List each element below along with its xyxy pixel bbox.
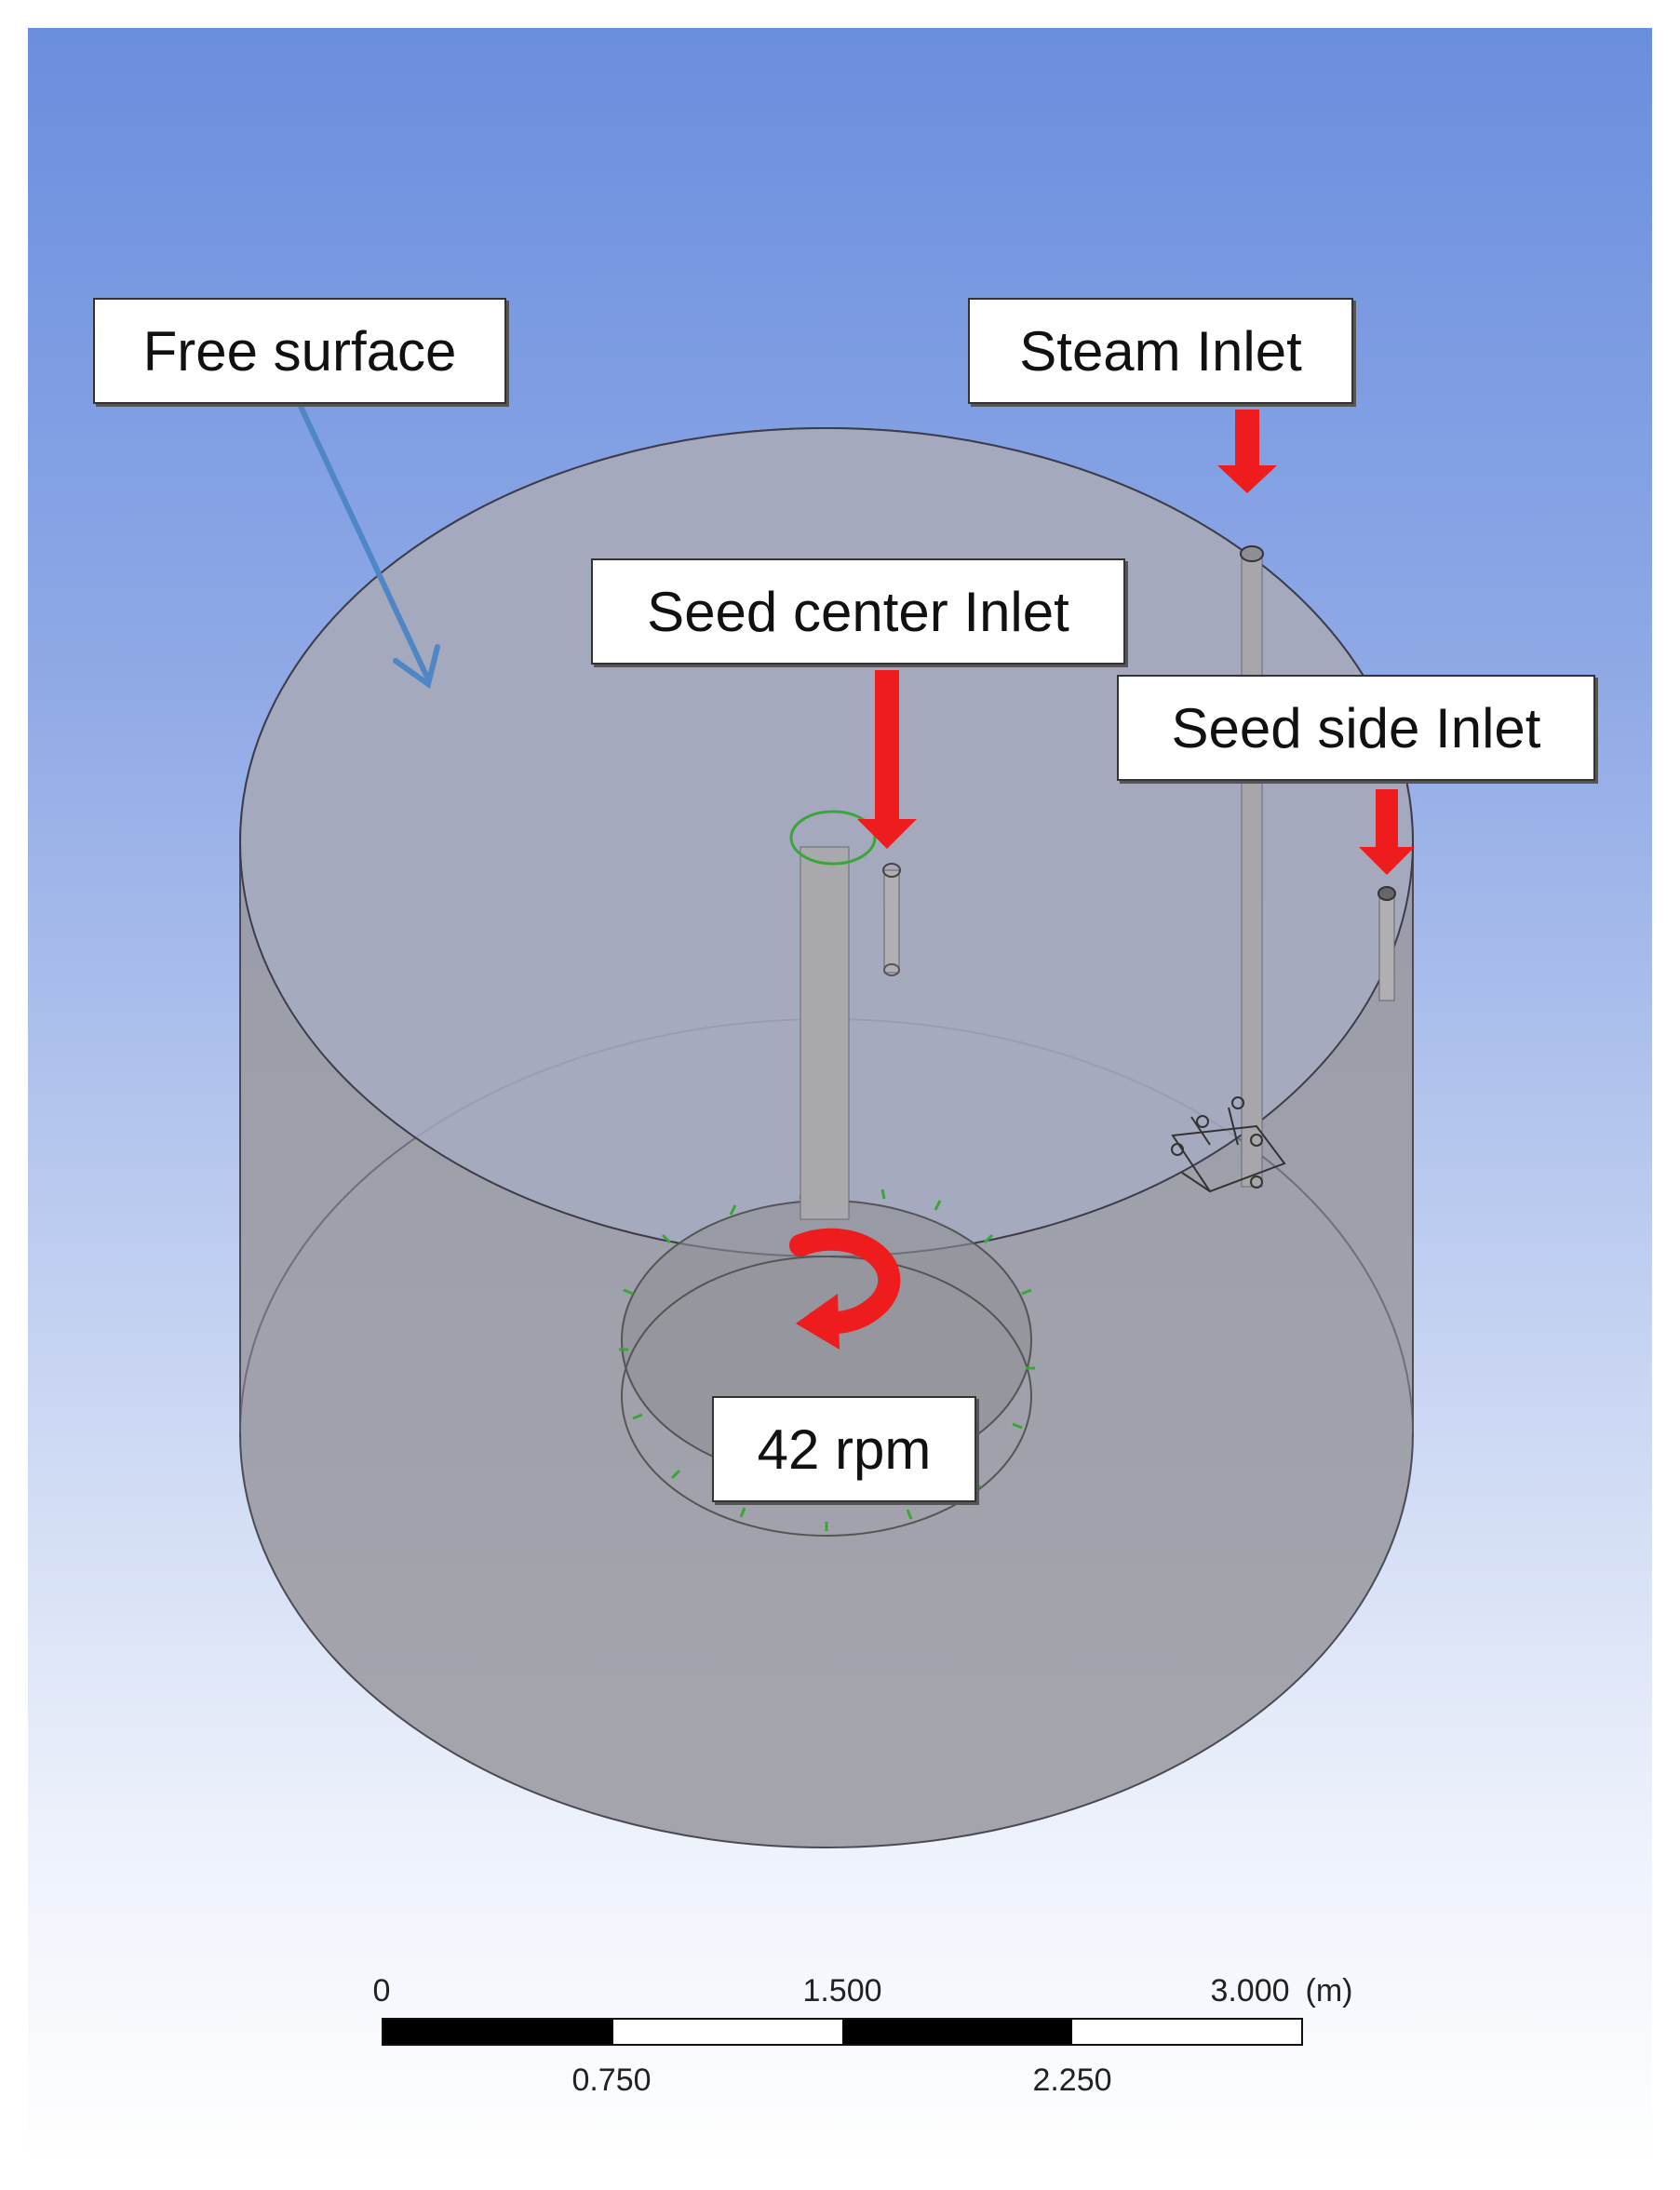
steam-pipe [1241,553,1263,1188]
seed-center-pipe [883,869,900,974]
down-arrow-icon [857,670,917,849]
scale-segment [612,2020,842,2044]
cfd-viewport: Free surface Steam Inlet Seed center Inl… [28,28,1652,2169]
free-surface-pointer-arrow [295,397,440,690]
steam-sparger [1171,1096,1286,1193]
down-arrow-icon [1359,789,1415,875]
scale-label-3000: 3.000 [1210,1973,1290,2009]
scale-bar: 0 1.500 3.000 (m) 0.750 2.250 [373,1973,1353,2122]
down-arrow-icon [1217,410,1277,493]
scale-label-0750: 0.750 [571,2062,652,2098]
seed-center-inlet-label: Seed center Inlet [591,558,1125,665]
scale-unit: (m) [1305,1973,1353,2009]
steam-inlet-label: Steam Inlet [968,298,1353,404]
rotate-arrow-icon [789,1228,901,1350]
scale-segment [842,2020,1072,2044]
scale-bar-track [382,2018,1303,2046]
free-surface-label: Free surface [93,298,506,404]
shaft-top-ring [789,810,877,866]
seed-side-pipe [1378,893,1395,1001]
scale-label-0: 0 [372,1973,391,2009]
scale-segment [383,2020,613,2044]
scale-label-1500: 1.500 [802,1973,882,2009]
scale-segment [1071,2020,1301,2044]
center-shaft [800,846,850,1220]
seed-side-inlet-label: Seed side Inlet [1117,675,1595,781]
scale-label-2250: 2.250 [1032,2062,1112,2098]
rotation-speed-label: 42 rpm [712,1396,976,1502]
